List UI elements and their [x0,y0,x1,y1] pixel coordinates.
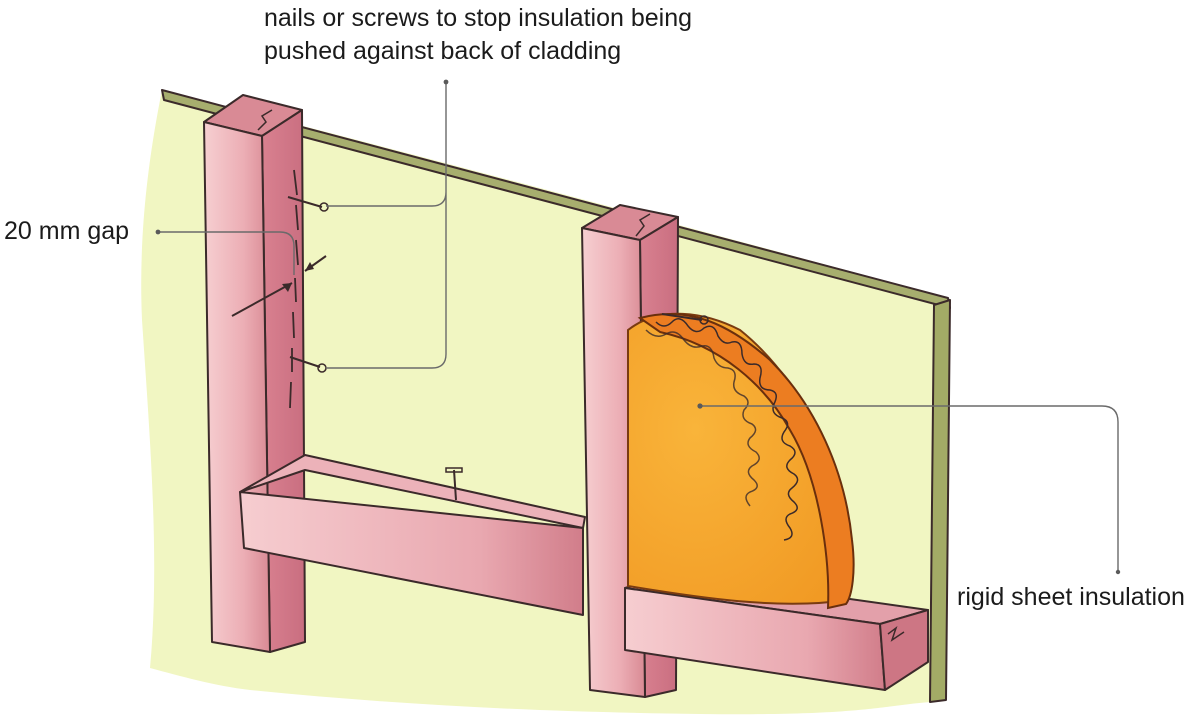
rigid-insulation [627,312,855,610]
leader-dot-insulation [697,403,703,409]
leader-line-insulation [700,405,1119,572]
nails-label: nails or screws to stop insulation being… [264,2,692,68]
nails-label-line1: nails or screws to stop insulation being [264,4,693,32]
nail-icon [661,313,709,325]
leader-dot-gap [155,229,161,235]
left-stud [203,94,306,653]
leader-line-nails [326,82,447,369]
dimension-arrow-icon [231,255,327,317]
gap-label: 20 mm gap [4,217,130,245]
leader-dot-nails-top [443,79,449,85]
nail-icon [287,196,329,212]
leader-dot-insulation-end [1115,569,1121,575]
left-nog [239,454,586,616]
cladding-right-edge [929,299,951,703]
leader-line-gap [158,231,295,275]
nails-label-line2: pushed against back of cladding [264,37,622,65]
insulation-label: rigid sheet insulation [957,583,1185,611]
nail-icon [445,467,463,501]
gap-dashed-line [289,169,299,409]
